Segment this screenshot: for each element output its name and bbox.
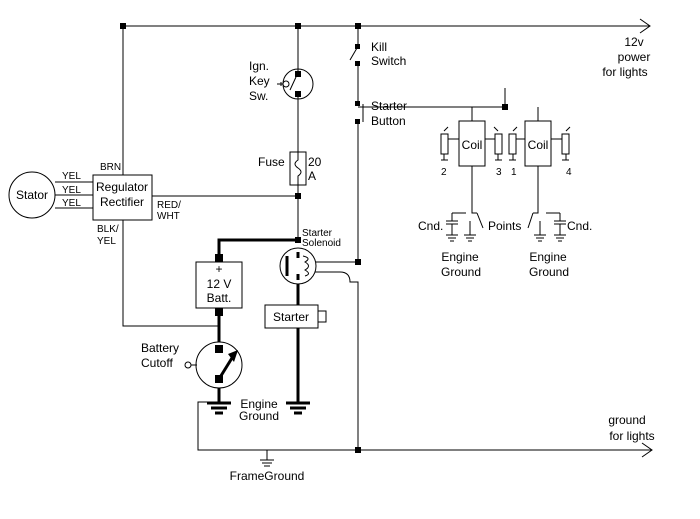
cutoff-label-2: Cutoff <box>141 356 173 370</box>
solenoid-to-ground <box>305 271 359 450</box>
key-icon <box>277 82 283 86</box>
points-left <box>464 212 484 242</box>
wht-label: WHT <box>157 211 180 222</box>
regulator-label: Regulator <box>96 180 148 194</box>
kill-label: Kill <box>371 40 387 54</box>
kill-switch <box>349 44 360 66</box>
coil2-to-points <box>533 166 539 214</box>
points-and-condensers <box>446 212 566 242</box>
ground-lights-label-2: for lights <box>609 429 654 443</box>
starter-motor: Starter <box>264 304 327 329</box>
condenser-left <box>446 213 458 242</box>
plug-2-label: 2 <box>441 167 447 178</box>
stator: Stator <box>8 171 56 219</box>
cnd-right-label: Cnd. <box>567 219 592 233</box>
engine-ground-right-label: Engine <box>529 250 567 264</box>
plug-4-label: 4 <box>566 167 572 178</box>
fuse-rating: 20 <box>308 155 322 169</box>
ground-lights-label: ground <box>608 413 645 427</box>
coil-2-label: Coil <box>528 138 549 152</box>
coil-drops <box>471 107 539 121</box>
engine-ground-label: Engine <box>240 397 278 411</box>
engine-ground-left-label: Engine <box>441 250 479 264</box>
yel-label-3: YEL <box>62 198 81 209</box>
condenser-right <box>554 213 566 242</box>
engine-ground-symbols <box>207 401 310 415</box>
starter-button <box>355 101 364 124</box>
ign-label: Ign. <box>249 59 269 73</box>
battery-cables <box>217 238 300 402</box>
junctions <box>120 23 508 453</box>
plug-1-label: 1 <box>511 167 517 178</box>
power-for-lights-label: for lights <box>602 65 647 79</box>
solenoid-label-2: Solenoid <box>302 238 341 249</box>
coil-1-label: Coil <box>462 138 483 152</box>
fuse-amps: A <box>308 169 316 183</box>
battery: + 12 V Batt. − <box>195 261 243 319</box>
starter-solenoid <box>279 247 317 285</box>
points-right <box>527 212 546 242</box>
engine-ground-left-label-2: Ground <box>441 265 481 279</box>
rectifier-label: Rectifier <box>100 195 144 209</box>
frame-ground-symbol <box>260 450 274 467</box>
regulator-rectifier: Regulator Rectifier <box>92 174 153 221</box>
battery-voltage: 12 V <box>207 277 232 291</box>
solenoid-label: Starter <box>302 228 333 239</box>
button-label: Button <box>371 114 406 128</box>
battery-cutoff-switch <box>184 341 243 389</box>
fuse <box>289 151 307 186</box>
ignition-key-switch <box>277 68 314 100</box>
sw-label: Sw. <box>249 89 268 103</box>
battery-label: Batt. <box>207 291 232 305</box>
engine-ground-right-label-2: Ground <box>529 265 569 279</box>
starter-button-label: Starter <box>371 99 407 113</box>
wires <box>55 18 653 467</box>
spark-plug-1 <box>508 126 518 161</box>
blk-label: BLK/ <box>97 224 119 235</box>
blk-yel-wire <box>122 220 219 327</box>
cnd-left-label: Cnd. <box>418 219 443 233</box>
power-12v-label: 12v <box>624 35 643 49</box>
plug-3-label: 3 <box>496 167 502 178</box>
ignition-coil-1: Coil <box>458 120 486 167</box>
engine-ground-label-2: Ground <box>239 409 279 423</box>
cutoff-label: Battery <box>141 341 179 355</box>
blk-yel-label: YEL <box>97 236 116 247</box>
ground-arrow <box>641 442 653 458</box>
power-label: power <box>618 50 651 64</box>
coil1-to-points <box>471 166 477 214</box>
spark-plug-3 <box>493 126 503 161</box>
key-label: Key <box>249 74 270 88</box>
battery-minus: − <box>215 305 222 319</box>
yel-label-1: YEL <box>62 171 81 182</box>
ignition-coil-2: Coil <box>524 120 552 167</box>
battery-positive-cable <box>217 238 298 258</box>
spark-plug-4 <box>561 126 571 161</box>
starter-label: Starter <box>273 310 309 324</box>
brn-label: BRN <box>100 162 121 173</box>
fuse-label: Fuse <box>258 155 285 169</box>
frame-ground-label: FrameGround <box>230 469 305 483</box>
battery-plus: + <box>215 262 222 276</box>
stator-label: Stator <box>16 188 48 202</box>
power-arrow <box>639 18 651 34</box>
kill-switch-label: Switch <box>371 54 406 68</box>
yel-wires <box>55 181 93 209</box>
yel-label-2: YEL <box>62 185 81 196</box>
points-label: Points <box>488 219 521 233</box>
spark-plug-2 <box>440 126 449 161</box>
red-label: RED/ <box>157 200 181 211</box>
